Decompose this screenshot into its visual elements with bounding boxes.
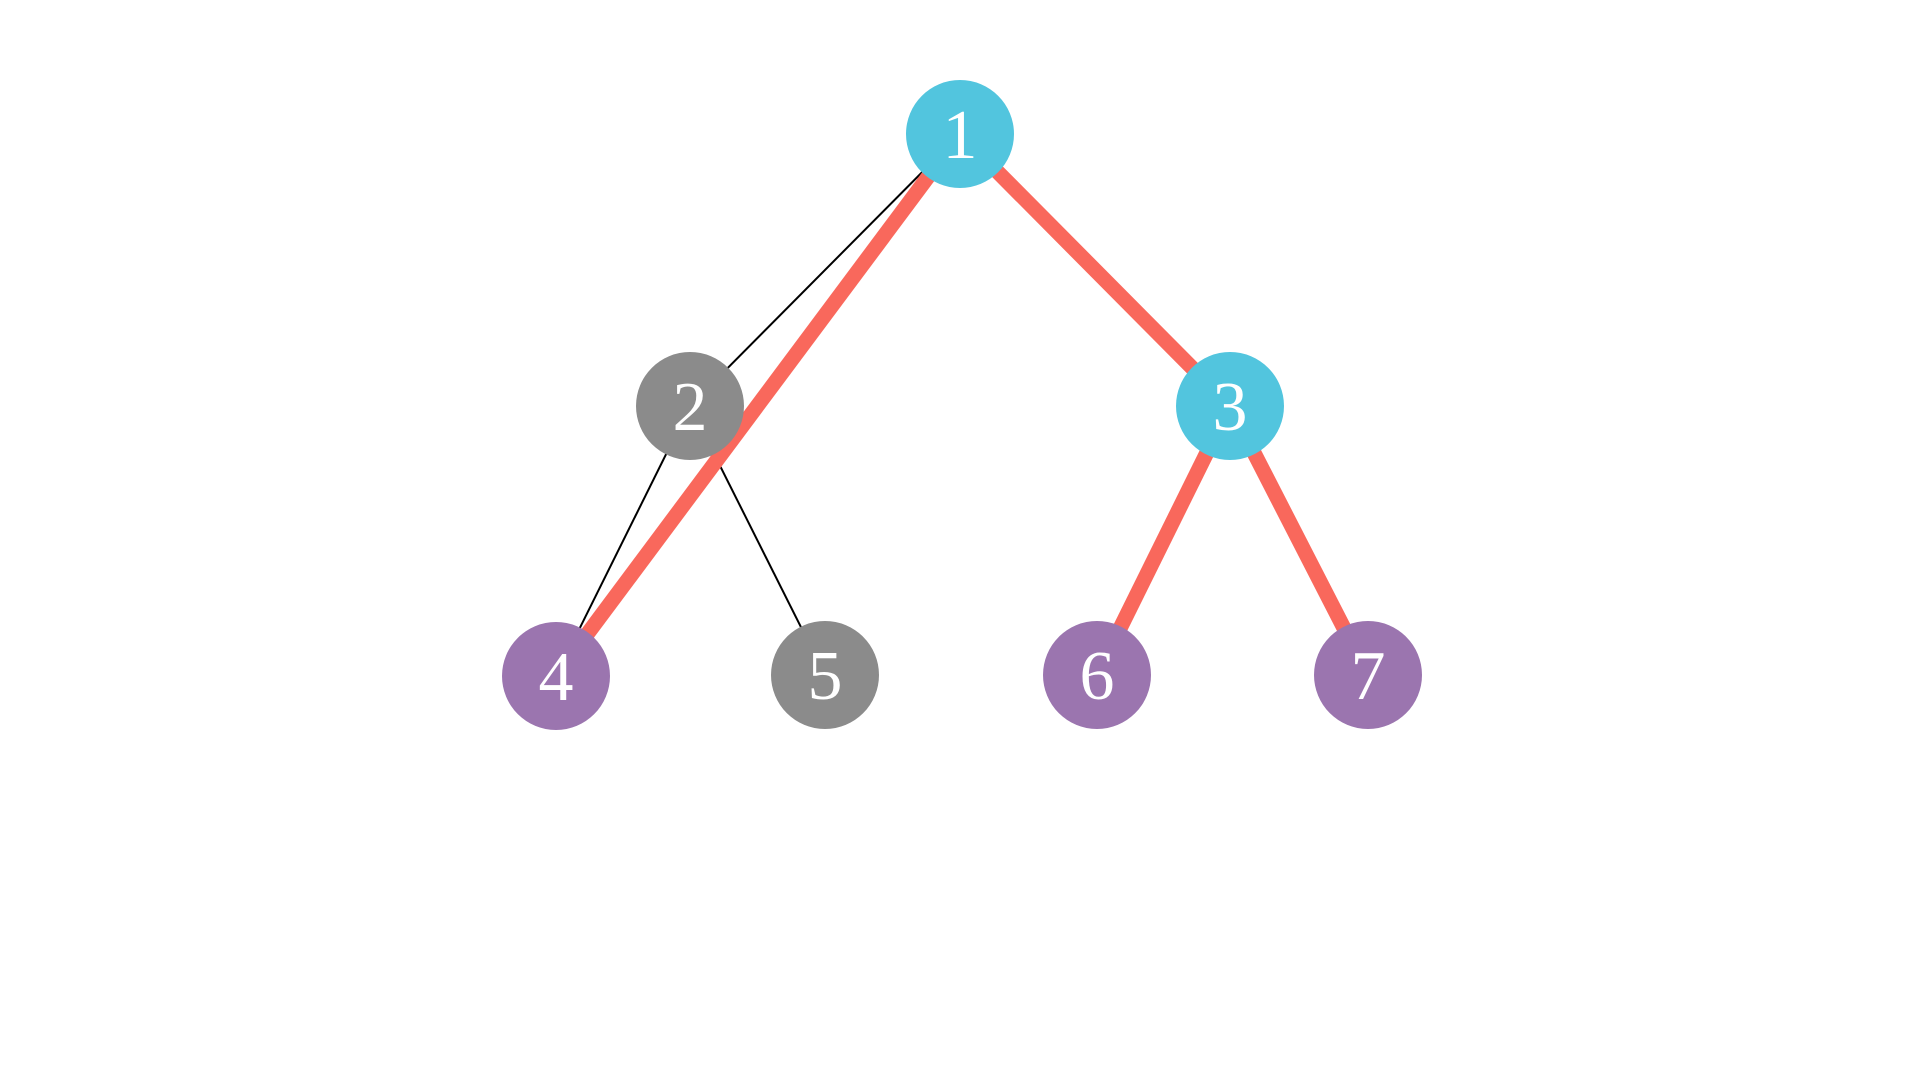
node-circle-5 (771, 621, 879, 729)
node-label-7: 7 (1351, 638, 1386, 715)
node-label-2: 2 (673, 369, 708, 446)
edge-1-4 (549, 129, 967, 681)
node-circle-2 (636, 352, 744, 460)
node-circle-7 (1314, 621, 1422, 729)
node-label-3: 3 (1213, 369, 1248, 446)
node-label-5: 5 (808, 638, 843, 715)
node-label-1: 1 (943, 97, 978, 174)
node-7: 7 (1314, 621, 1422, 729)
node-3: 3 (1176, 352, 1284, 460)
node-label-6: 6 (1080, 638, 1115, 715)
node-circle-1 (906, 80, 1014, 188)
node-label-4: 4 (539, 639, 574, 716)
node-4: 4 (502, 622, 610, 730)
node-circle-3 (1176, 352, 1284, 460)
node-1: 1 (906, 80, 1014, 188)
node-circle-6 (1043, 621, 1151, 729)
node-5: 5 (771, 621, 879, 729)
node-circle-4 (502, 622, 610, 730)
edge-1-3 (954, 128, 1236, 412)
edge-1-2 (689, 133, 961, 407)
node-2: 2 (636, 352, 744, 460)
node-6: 6 (1043, 621, 1151, 729)
nodes-layer: 1 2 3 4 5 6 7 (502, 80, 1422, 730)
